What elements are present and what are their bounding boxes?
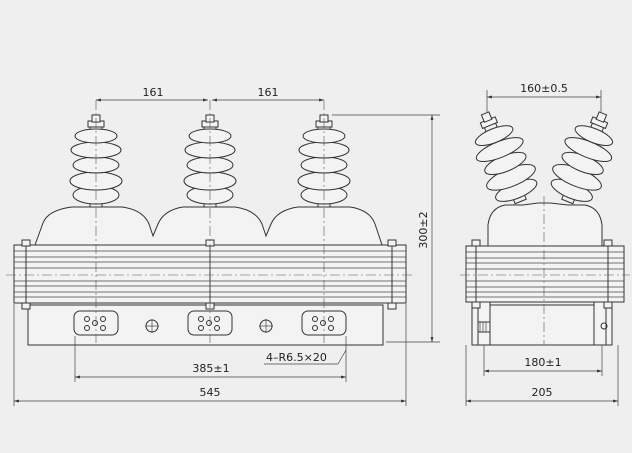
dim-side-total: 205: [532, 386, 553, 399]
dim-terminal-spacing: 160±0.5: [520, 82, 568, 95]
front-housing: [34, 206, 383, 246]
dim-height: 300±2: [417, 211, 430, 248]
dim-total-length: 545: [200, 386, 221, 399]
side-insulator-left: [474, 111, 538, 205]
dim-pitch-left: 161: [143, 86, 164, 99]
dim-pitch-right: 161: [258, 86, 279, 99]
dim-hole-spec: 4–R6.5×20: [266, 351, 327, 364]
side-core-band: [465, 245, 625, 303]
dim-side-mount: 180±1: [524, 356, 561, 369]
front-view: 161 161 300±2 4–R6.5×20 385±1 545: [6, 86, 440, 406]
dim-mount-spacing: 385±1: [192, 362, 229, 375]
side-housing: [487, 202, 603, 247]
side-insulator-right: [550, 111, 614, 205]
side-base-plate: [471, 304, 613, 346]
side-view: 160±0.5 180±1 205: [460, 82, 630, 406]
